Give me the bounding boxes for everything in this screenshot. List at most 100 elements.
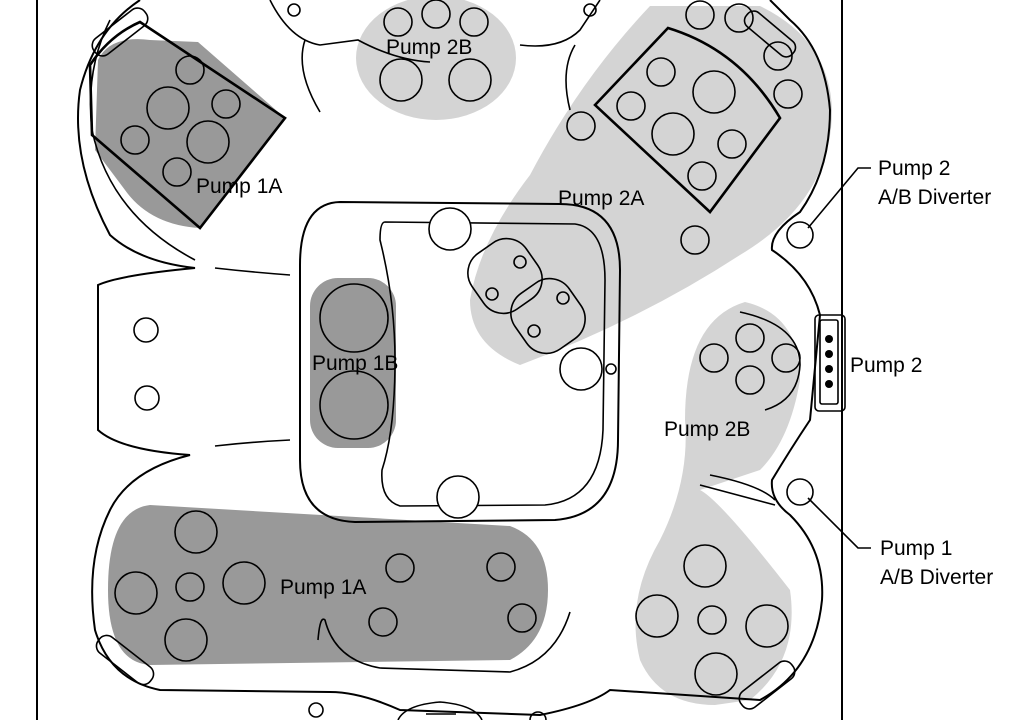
jet — [556, 291, 570, 305]
fitting-bottom-left — [308, 702, 324, 718]
jet — [485, 287, 499, 301]
jet — [428, 207, 472, 251]
jet — [773, 79, 803, 109]
label-pump-2a: Pump 2A — [558, 187, 644, 210]
pump2-port — [825, 335, 833, 343]
zone-pump-2a — [470, 6, 832, 365]
jet — [646, 57, 676, 87]
pillow-top-left — [91, 7, 149, 57]
top-seat-jets — [379, 0, 492, 102]
label-pump-1a-left-seat: Pump 1A — [196, 175, 282, 198]
shell-outer — [77, 0, 832, 717]
callout-pump2: Pump 2 — [850, 354, 922, 377]
jet — [697, 605, 727, 635]
jet — [114, 571, 158, 615]
pump2-connector — [814, 314, 846, 412]
jet — [175, 572, 205, 602]
pump2-port — [825, 380, 833, 388]
corner-arc — [739, 311, 801, 411]
jet — [164, 618, 208, 662]
jet — [486, 552, 516, 582]
leader-pump2-diverter — [807, 167, 871, 229]
jet — [683, 544, 727, 588]
footwell-inner — [379, 221, 606, 507]
jet — [436, 475, 480, 519]
jet — [379, 58, 423, 102]
jet — [211, 89, 241, 119]
pillow-top-right — [743, 10, 797, 58]
jet — [717, 129, 747, 159]
jet — [383, 7, 413, 37]
pillow-bottom-right — [738, 660, 796, 710]
left-seat-jets — [120, 55, 241, 187]
jet — [745, 604, 789, 648]
zone-pump-1b — [310, 278, 396, 448]
left-bench-jets — [133, 317, 160, 411]
fitting-top-right — [583, 3, 597, 17]
jet — [319, 283, 389, 353]
jet — [162, 157, 192, 187]
jet — [459, 7, 489, 37]
left-seat-lines — [214, 267, 291, 447]
zone-pump-2b-right — [635, 302, 800, 705]
pump-1b-jets — [319, 283, 389, 440]
jet — [385, 553, 415, 583]
corner-divider — [699, 474, 776, 506]
zone-pump-2b-top — [356, 0, 516, 120]
fitting-bottom-right — [529, 711, 547, 725]
jet — [174, 510, 218, 554]
jet — [699, 343, 729, 373]
jet — [319, 370, 389, 440]
diverter-pump1 — [786, 478, 814, 506]
label-pump-2b-top: Pump 2B — [386, 36, 472, 59]
pump2-port — [825, 365, 833, 373]
cabinet-outline — [36, 0, 843, 720]
pillow-bottom-left — [95, 634, 155, 686]
right-seat-bucket — [593, 26, 782, 214]
jet — [685, 0, 715, 30]
jet — [735, 365, 765, 395]
lounger-divider — [317, 611, 571, 673]
label-pump-1b: Pump 1B — [312, 352, 398, 375]
jet — [559, 347, 603, 391]
jet — [694, 652, 738, 696]
label-pump-2b-right: Pump 2B — [664, 418, 750, 441]
jet — [771, 343, 801, 373]
lounger-jets — [114, 510, 537, 662]
jet — [635, 594, 679, 638]
left-seat-bucket — [88, 20, 287, 230]
leader-pump1-diverter — [807, 497, 871, 549]
jet — [134, 385, 160, 411]
label-pump-1a-lounger: Pump 1A — [280, 576, 366, 599]
diverter-pump2 — [786, 221, 814, 249]
jet — [120, 125, 150, 155]
jet — [527, 324, 541, 338]
right-corner-jets — [635, 311, 801, 696]
jet — [175, 55, 205, 85]
jet — [133, 317, 159, 343]
jet — [692, 70, 736, 114]
footwell-jets — [428, 207, 617, 519]
jet — [651, 112, 695, 156]
jet — [146, 86, 190, 130]
jet — [368, 607, 398, 637]
footwell-outer — [299, 200, 622, 524]
callout-pump2-diverter-line1: Pump 2 — [878, 157, 950, 180]
bottom-control — [397, 701, 483, 721]
jet — [724, 3, 754, 33]
right-seat-jets — [566, 0, 803, 255]
jet — [507, 603, 537, 633]
callout-pump1-diverter-line2: A/B Diverter — [880, 566, 993, 589]
jet — [566, 111, 596, 141]
pump2-housing — [814, 314, 846, 412]
jet — [186, 120, 230, 164]
jet — [735, 323, 765, 353]
jet — [421, 0, 451, 29]
jet — [616, 91, 646, 121]
jet — [763, 41, 793, 71]
jet — [680, 225, 710, 255]
jet — [222, 561, 266, 605]
footwell-jet-pad — [510, 277, 586, 355]
